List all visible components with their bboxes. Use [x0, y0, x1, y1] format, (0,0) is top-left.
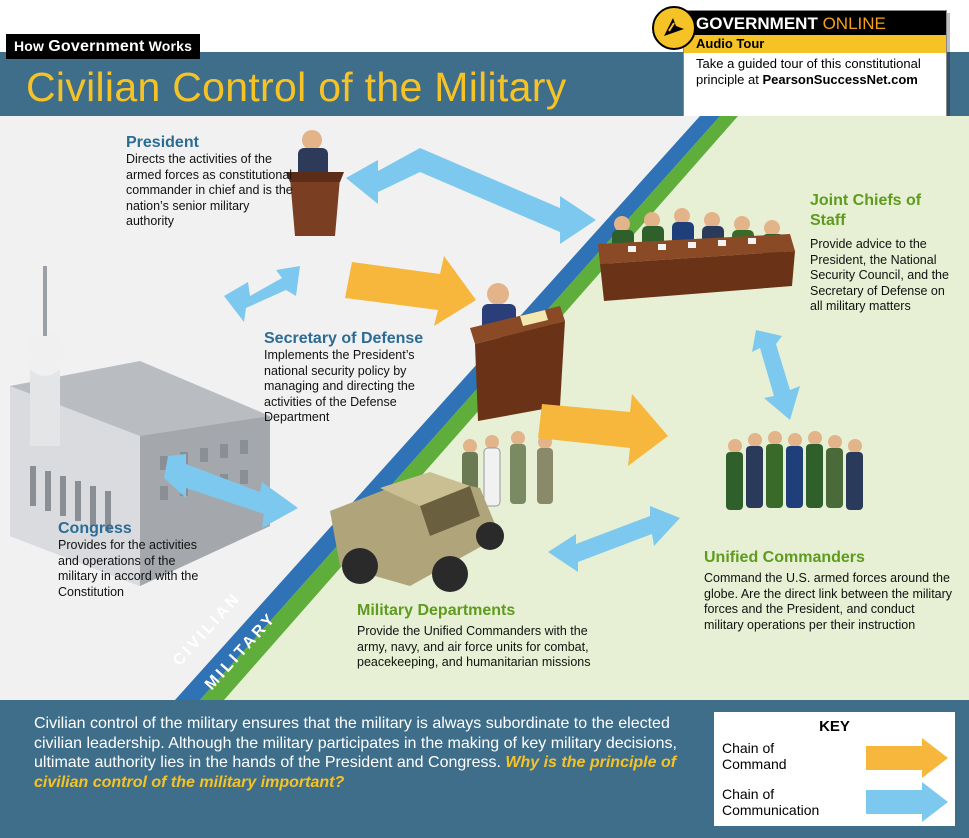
military-departments-label: Military Departments Provide the Unified…	[357, 602, 617, 671]
pearson-link[interactable]: PearsonSuccessNet.com	[762, 72, 918, 87]
unified-commanders-group	[726, 431, 863, 510]
summary-question: Why is the principle of civilian control…	[34, 754, 677, 791]
diagram-area: President Directs the activities of the …	[0, 116, 969, 700]
chain-of-communication-arrows	[164, 148, 800, 572]
congress-text: Provides for the activities and operatio…	[58, 538, 199, 599]
joint-chiefs-figure	[598, 208, 795, 301]
kicker-prefix: How	[14, 38, 49, 54]
president-title: President	[126, 134, 199, 151]
soldiers-group	[462, 431, 553, 507]
key-command-label: Chain of Command	[722, 740, 787, 772]
president-label: President Directs the activities of the …	[126, 134, 296, 230]
arrow-secretary-to-commanders	[538, 394, 668, 466]
arrow-president-joint-chiefs	[346, 148, 596, 244]
civilian-band	[175, 116, 720, 700]
key-communication-arrow	[866, 782, 948, 822]
arrow-joint-chiefs-commanders	[752, 330, 800, 420]
summary-body: Civilian control of the military ensures…	[34, 715, 677, 771]
compass-arrow-icon	[652, 6, 696, 50]
joint-chiefs-text: Provide advice to the President, the Nat…	[810, 237, 949, 313]
government-online-box[interactable]: GOVERNMENT ONLINE Audio Tour Take a guid…	[683, 10, 947, 124]
government-online-title-accent: ONLINE	[822, 14, 886, 33]
section-kicker: How Government Works	[6, 34, 201, 59]
secretary-text: Implements the President’s national secu…	[264, 348, 415, 424]
arrow-congress-humvee	[164, 454, 298, 528]
kicker-suffix: Works	[144, 38, 193, 54]
president-figure	[286, 130, 344, 236]
government-online-title-bold: GOVERNMENT	[696, 14, 818, 33]
unified-commanders-text: Command the U.S. armed forces around the…	[704, 571, 953, 632]
unified-commanders-title: Unified Commanders	[704, 549, 865, 566]
unified-commanders-label: Unified Commanders Command the U.S. arme…	[704, 549, 954, 633]
joint-chiefs-label: Joint Chiefs of Staff Provide advice to …	[810, 191, 960, 315]
military-departments-text: Provide the Unified Commanders with the …	[357, 624, 591, 669]
arrow-departments-commanders	[548, 506, 680, 572]
secretary-figure	[470, 283, 565, 421]
government-online-text: Take a guided tour of this constitutiona…	[696, 56, 941, 88]
diagram-graphics	[10, 116, 969, 700]
audio-tour-label: Audio Tour	[696, 36, 765, 51]
congress-label: Congress Provides for the activities and…	[58, 520, 218, 600]
president-text: Directs the activities of the armed forc…	[126, 152, 293, 228]
audio-tour-bar: Audio Tour	[684, 35, 946, 53]
arrow-president-to-secretary	[345, 256, 476, 326]
government-online-title: GOVERNMENT ONLINE	[696, 14, 886, 34]
congress-title: Congress	[58, 520, 132, 537]
chain-of-command-arrows	[345, 256, 668, 466]
government-online-description: Take a guided tour of this constitutiona…	[696, 56, 921, 87]
government-online-header: GOVERNMENT ONLINE	[684, 11, 946, 35]
military-departments-title: Military Departments	[357, 602, 516, 619]
key-title: KEY	[819, 718, 850, 735]
secretary-title: Secretary of Defense	[264, 330, 424, 347]
arrow-president-capitol	[224, 266, 300, 322]
summary-text: Civilian control of the military ensures…	[34, 714, 704, 792]
key-communication-label: Chain of Communication	[722, 786, 820, 818]
page-title: Civilian Control of the Military	[26, 64, 567, 110]
joint-chiefs-title: Joint Chiefs of Staff	[810, 192, 922, 229]
legend-key: KEY Chain of Command Chain of Communicat…	[714, 712, 955, 826]
secretary-label: Secretary of Defense Implements the Pres…	[264, 330, 440, 426]
kicker-strong: Government	[48, 38, 145, 55]
key-command-arrow	[866, 738, 948, 778]
humvee	[330, 472, 504, 592]
